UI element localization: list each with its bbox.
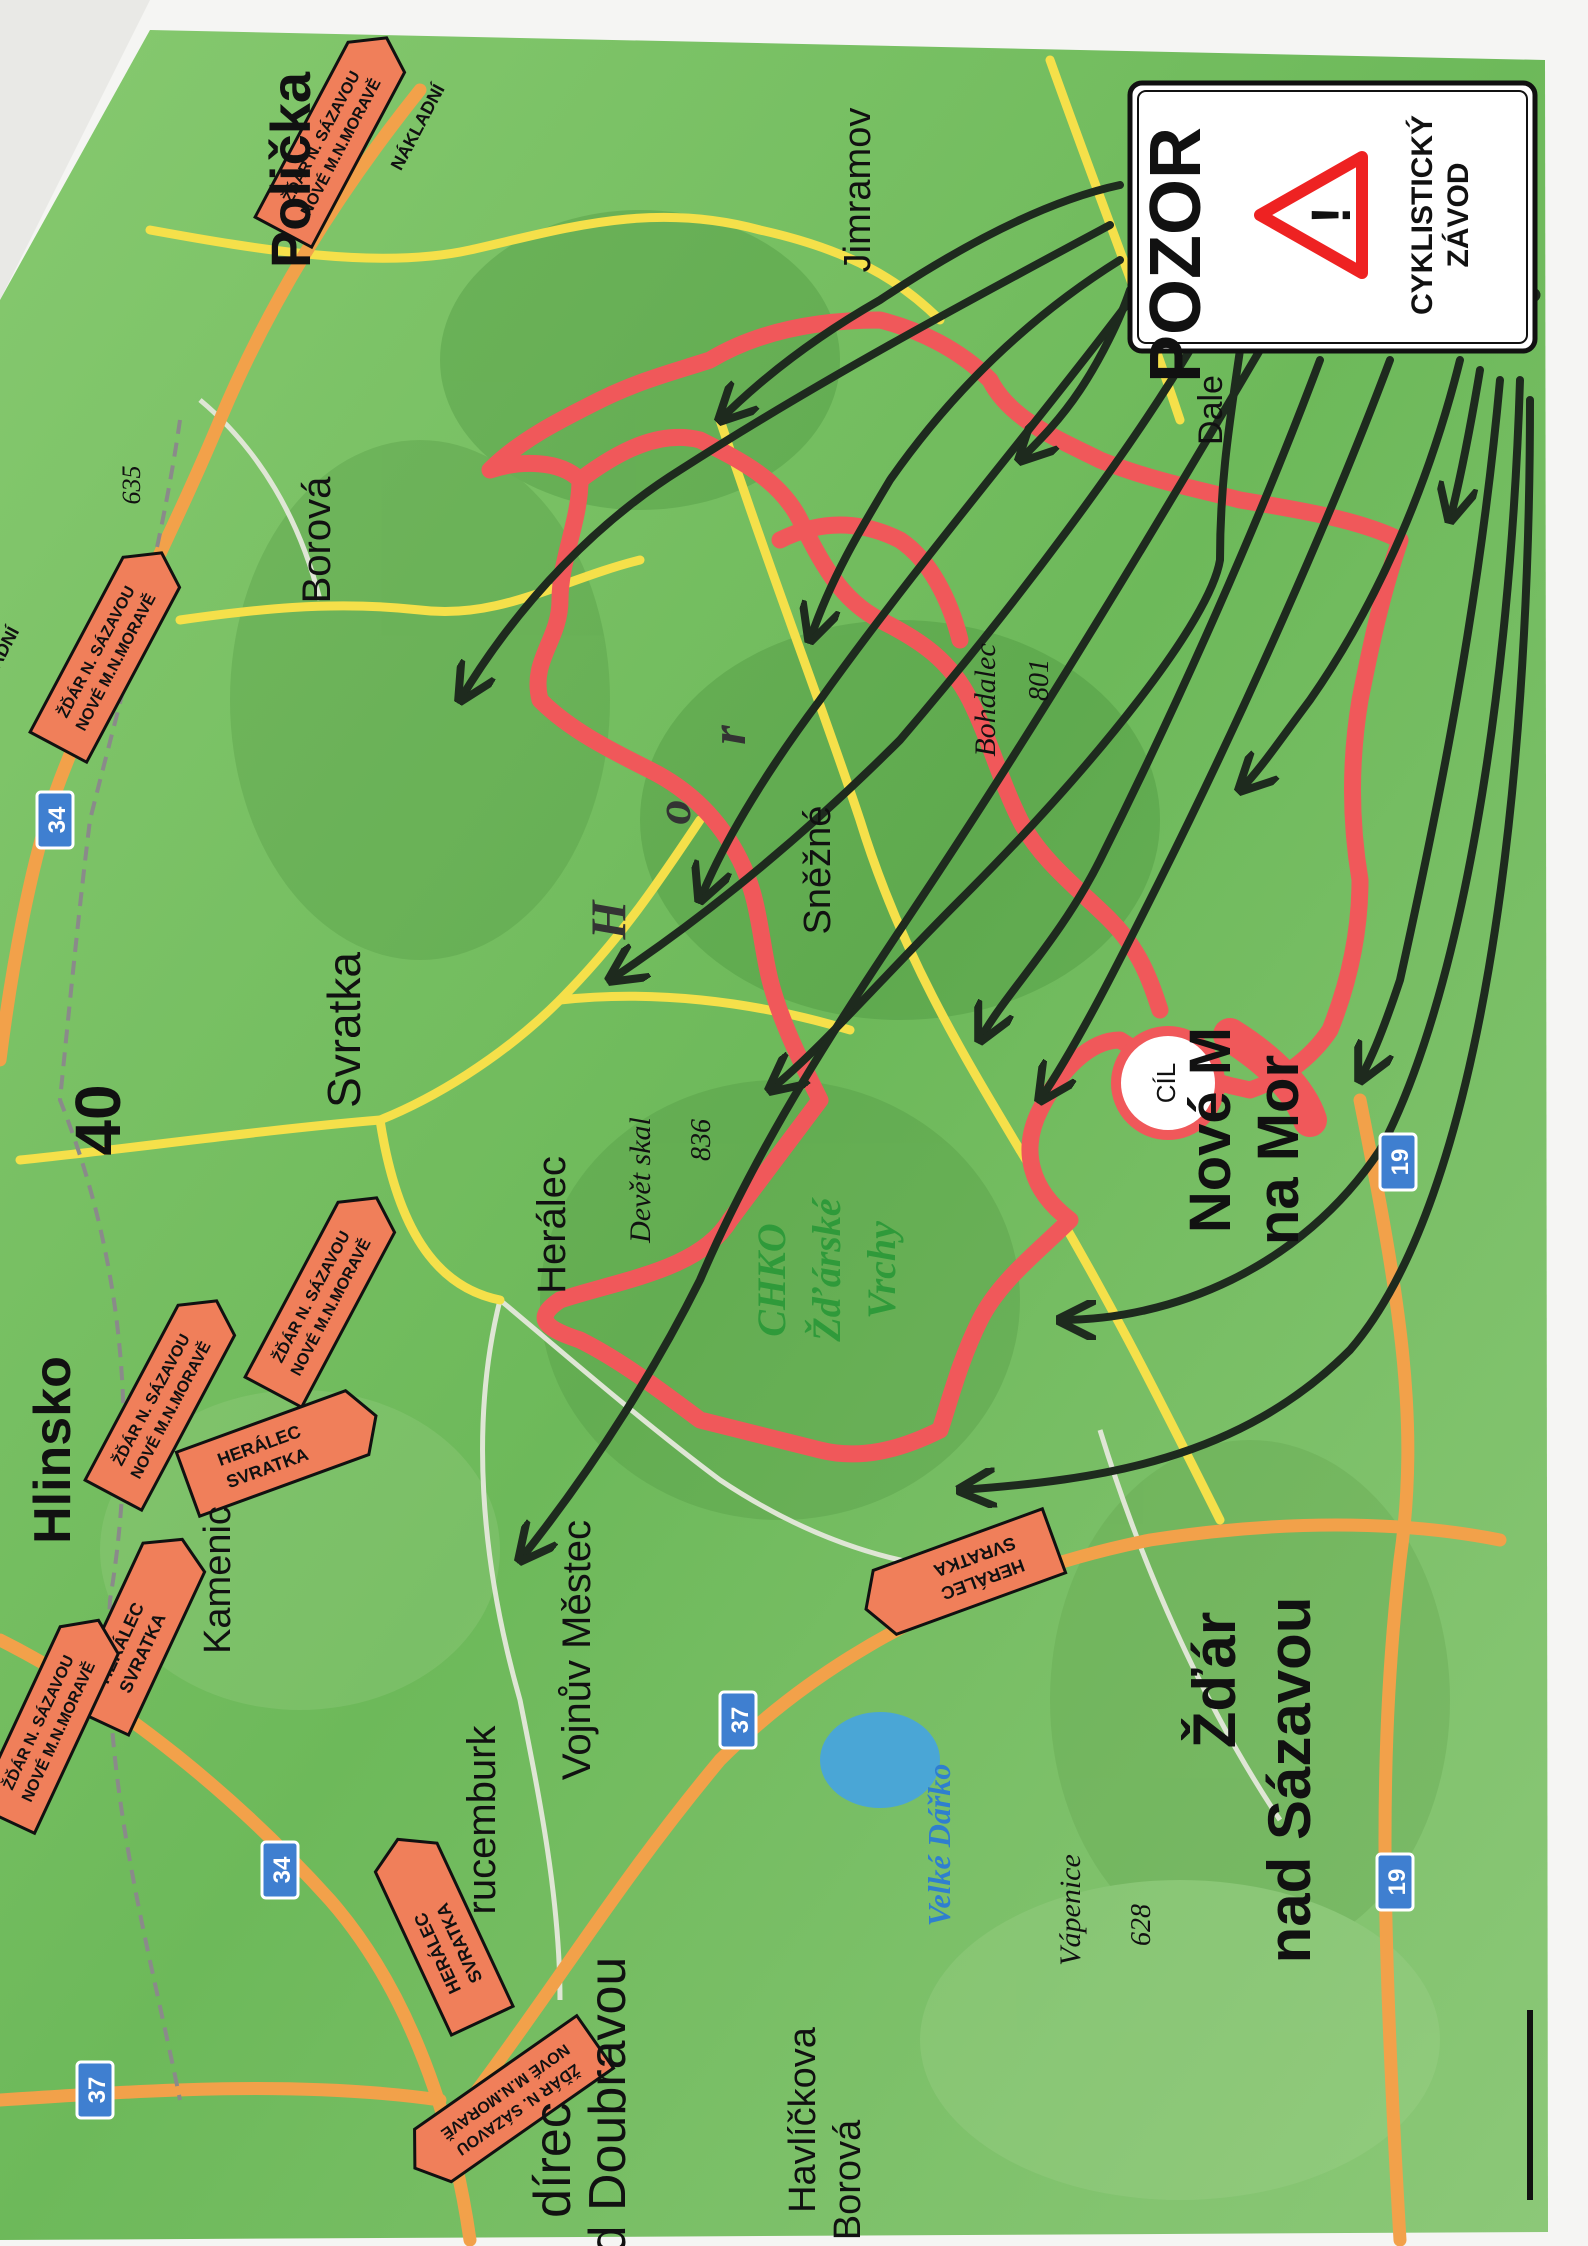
label-chko-2: Žďárské	[804, 1197, 849, 1343]
terrain-shading	[100, 210, 1450, 2200]
nature-labels: 40 635 Bohdalec 801 Devět skal 836 CHKO …	[62, 466, 1157, 1966]
label-hory-2: o	[645, 800, 701, 825]
label-hory-1: r	[700, 725, 756, 745]
label-vapenice: Vápenice	[1054, 1854, 1087, 1966]
secondary-roads-yellow	[15, 55, 1225, 1525]
svg-text:34: 34	[269, 1856, 296, 1883]
label-havlickova-2: Borová	[827, 2119, 869, 2240]
label-hlinsko: Hlinsko	[24, 1356, 82, 1544]
label-jimramov: Jimramov	[837, 108, 879, 273]
svg-text:19: 19	[1387, 1149, 1414, 1176]
label-vojnuv-mestec: Vojnův Městec	[555, 1520, 599, 1780]
label-kamenice: Kamenic	[197, 1506, 239, 1654]
label-devet-skal-alt: 836	[686, 1119, 717, 1161]
detour-sign-heralec-4: HERÁLEC SVRATKA	[373, 1837, 516, 2037]
svg-text:!: !	[1299, 206, 1362, 225]
label-hory-3: H	[580, 898, 636, 940]
town-labels: Polička Borová Jimramov Svratka Hlinsko …	[24, 71, 1323, 2246]
detour-arrows	[460, 181, 1541, 1560]
label-zdar-2: nad Sázavou	[1256, 1597, 1323, 1964]
label-svratka: Svratka	[318, 952, 370, 1108]
label-borova: Borová	[295, 476, 339, 603]
label-chko-3: Vrchy	[859, 1221, 904, 1319]
detour-sign-heralec-1: HERÁLEC SVRATKA	[174, 1388, 378, 1519]
road-badge-34-top: 34	[35, 790, 75, 850]
label-devet-skal: Devět skal	[624, 1117, 657, 1244]
label-peak-635: 635	[117, 466, 146, 505]
label-policka: Polička	[259, 71, 322, 268]
label-dale: Dale	[1192, 375, 1230, 445]
label-bohdalec: Bohdalec	[969, 643, 1002, 756]
label-krucemburk: rucemburk	[460, 1725, 504, 1915]
scan-corner-shadow	[0, 0, 150, 300]
label-havlickova: Havlíčkova	[782, 2026, 824, 2213]
road-badge-37-left: 37	[75, 2060, 115, 2120]
svg-text:34: 34	[44, 806, 71, 833]
label-vapenice-alt: 628	[1126, 1904, 1157, 1946]
road-badge-37-mid: 37	[718, 1690, 758, 1750]
road-badge-34-bottom: 34	[260, 1840, 300, 1900]
road-badge-19-top: 19	[1378, 1132, 1418, 1192]
warning-sign-line1: CYKLISTICKÝ	[1405, 115, 1439, 315]
road-badge-19-bottom: 19	[1375, 1852, 1415, 1912]
label-snezne: Sněžné	[797, 806, 839, 935]
label-nove-mesto-2: na Mor	[1246, 1055, 1311, 1245]
finish-label: CÍL	[1151, 1063, 1181, 1103]
warning-sign-line2: ZÁVOD	[1441, 163, 1475, 268]
label-zdirec: dírec	[524, 2102, 582, 2218]
road-badges: 34 34 37 37 19 19	[35, 790, 1418, 2120]
label-nove-mesto: Nové M	[1178, 1027, 1243, 1233]
svg-text:19: 19	[1384, 1869, 1411, 1896]
label-chko: CHKO	[749, 1223, 794, 1336]
minor-roads	[198, 398, 1283, 2001]
warning-triangle-icon: !	[1254, 151, 1368, 279]
svg-text:37: 37	[84, 2077, 111, 2104]
label-bohdalec-alt: 801	[1024, 659, 1055, 701]
label-zdirec-2: ad Doubravou	[579, 1957, 637, 2246]
lake-velke-darko	[820, 1712, 940, 1808]
detour-sign-heralec-3: HERÁLEC SVRATKA	[864, 1506, 1068, 1637]
label-velke-darko: Velké Dářko	[921, 1764, 957, 1927]
svg-text:37: 37	[727, 1707, 754, 1734]
label-region-40: 40	[62, 1084, 134, 1155]
label-heralec: Herálec	[530, 1156, 574, 1294]
finish-marker[interactable]: CÍL	[1111, 1018, 1327, 1140]
label-zdar: Žďár	[1181, 1612, 1248, 1749]
warning-sign: POZOR ! CYKLISTICKÝ ZÁVOD	[1127, 80, 1538, 383]
warning-sign-title: POZOR	[1136, 127, 1216, 383]
